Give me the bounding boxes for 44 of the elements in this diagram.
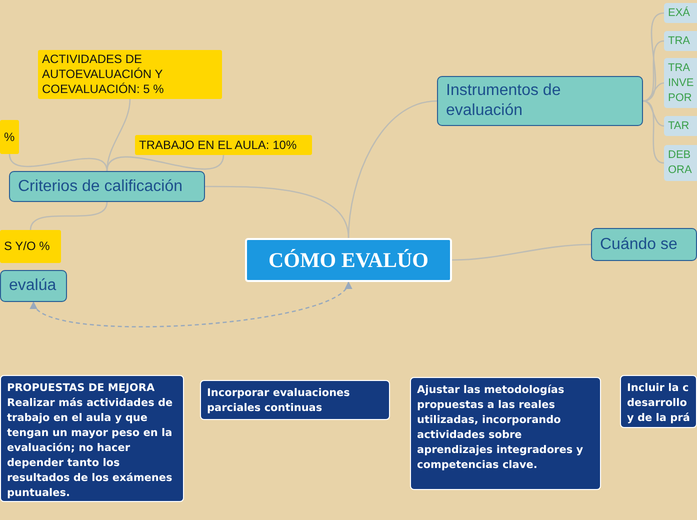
connector-line <box>205 186 350 238</box>
weight-box <box>0 120 19 154</box>
node-text: Instrumentos de evaluación <box>446 81 562 121</box>
node-text: PROPUESTAS DE MEJORA <box>7 381 156 396</box>
connector-line <box>8 154 108 172</box>
weight-box <box>0 230 61 263</box>
node-text: TRA INVE POR <box>668 60 694 106</box>
node-text: Cuándo se <box>600 234 678 254</box>
topic-box <box>0 270 67 302</box>
connector-line <box>32 281 350 328</box>
node-text: Realizar más actividades de trabajo en el aula y que tengan un mayor peso en la evaluación; no hacer depender tanto los resultados de los exámenes puntuales. <box>7 396 174 501</box>
node-text: Incluir la c desarrollo y de la prá <box>627 381 690 426</box>
connector-line <box>452 244 592 261</box>
weight-box <box>38 50 222 99</box>
node-text: Incorporar evaluaciones parciales continuas <box>207 386 351 416</box>
node-text: DEB ORA <box>668 148 693 178</box>
subtopic-box <box>664 31 697 51</box>
topic-box <box>591 228 697 261</box>
connector-line <box>642 100 664 164</box>
connector-line <box>30 202 108 230</box>
node-text: ACTIVIDADES DE AUTOEVALUACIÓN Y COEVALUACIÓN: 5 % <box>42 52 165 97</box>
connector-line <box>106 154 224 172</box>
proposal-box <box>410 377 601 490</box>
subtopic-box <box>664 116 697 136</box>
central-topic-box <box>245 238 452 282</box>
node-text: EXÁ <box>668 6 690 20</box>
connector-line <box>642 82 664 102</box>
node-text: TRA <box>668 34 690 48</box>
subtopic-box <box>664 3 697 23</box>
node-text: Ajustar las metodologías propuestas a las reales utilizadas, incorporando actividades sobre aprendizajes integradores y competencias clave. <box>417 383 584 473</box>
node-text: S Y/O % <box>4 239 50 254</box>
node-text: CÓMO EVALÚO <box>268 246 429 274</box>
topic-box <box>9 171 205 202</box>
topic-box <box>437 76 643 126</box>
node-text: TAR <box>668 118 690 134</box>
weight-box <box>135 135 312 155</box>
node-text: Criterios de calificación <box>18 176 183 196</box>
proposal-box <box>200 380 390 420</box>
node-text: TRABAJO EN EL AULA: 10% <box>139 138 297 152</box>
node-text: % <box>4 130 15 144</box>
proposal-box <box>620 375 697 428</box>
connector-line <box>642 100 664 127</box>
node-text: evalúa <box>9 276 56 296</box>
proposal-box <box>0 375 184 502</box>
